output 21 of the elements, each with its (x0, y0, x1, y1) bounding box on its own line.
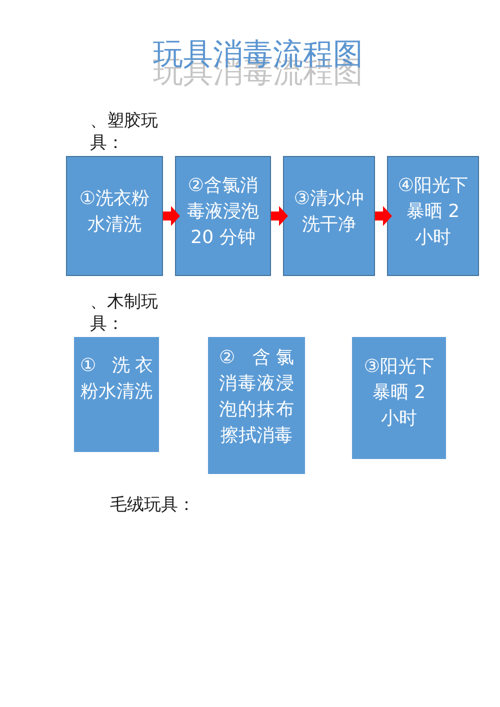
step-text: ① 洗衣粉水清洗 (80, 354, 153, 404)
process-box (208, 337, 305, 474)
step-text: ③清水冲洗干净 (292, 187, 366, 237)
process-box (74, 337, 159, 452)
arrow (271, 206, 288, 226)
step-text: ② 含氯消毒液浸泡的抹布擦拭消毒 (219, 346, 294, 448)
section-heading: 毛绒玩具： (110, 494, 195, 516)
section-heading: 、塑胶玩具： (90, 110, 159, 154)
process-box (387, 156, 479, 276)
step-text: ①洗衣粉水清洗 (78, 187, 151, 237)
process-box (352, 337, 446, 459)
arrow (375, 206, 392, 226)
step-text: ②含氯消毒液浸泡20 分钟 (186, 174, 260, 250)
process-box (283, 156, 375, 276)
process-box (66, 156, 163, 276)
process-box (175, 156, 271, 276)
step-text: ③阳光下暴晒 2 小时 (363, 355, 435, 431)
step-text: ④阳光下暴晒 2 小时 (396, 174, 470, 250)
arrow (163, 206, 180, 226)
section-heading: 、木制玩具： (90, 291, 159, 335)
diagram-title: 玩具消毒流程图 (153, 38, 363, 74)
